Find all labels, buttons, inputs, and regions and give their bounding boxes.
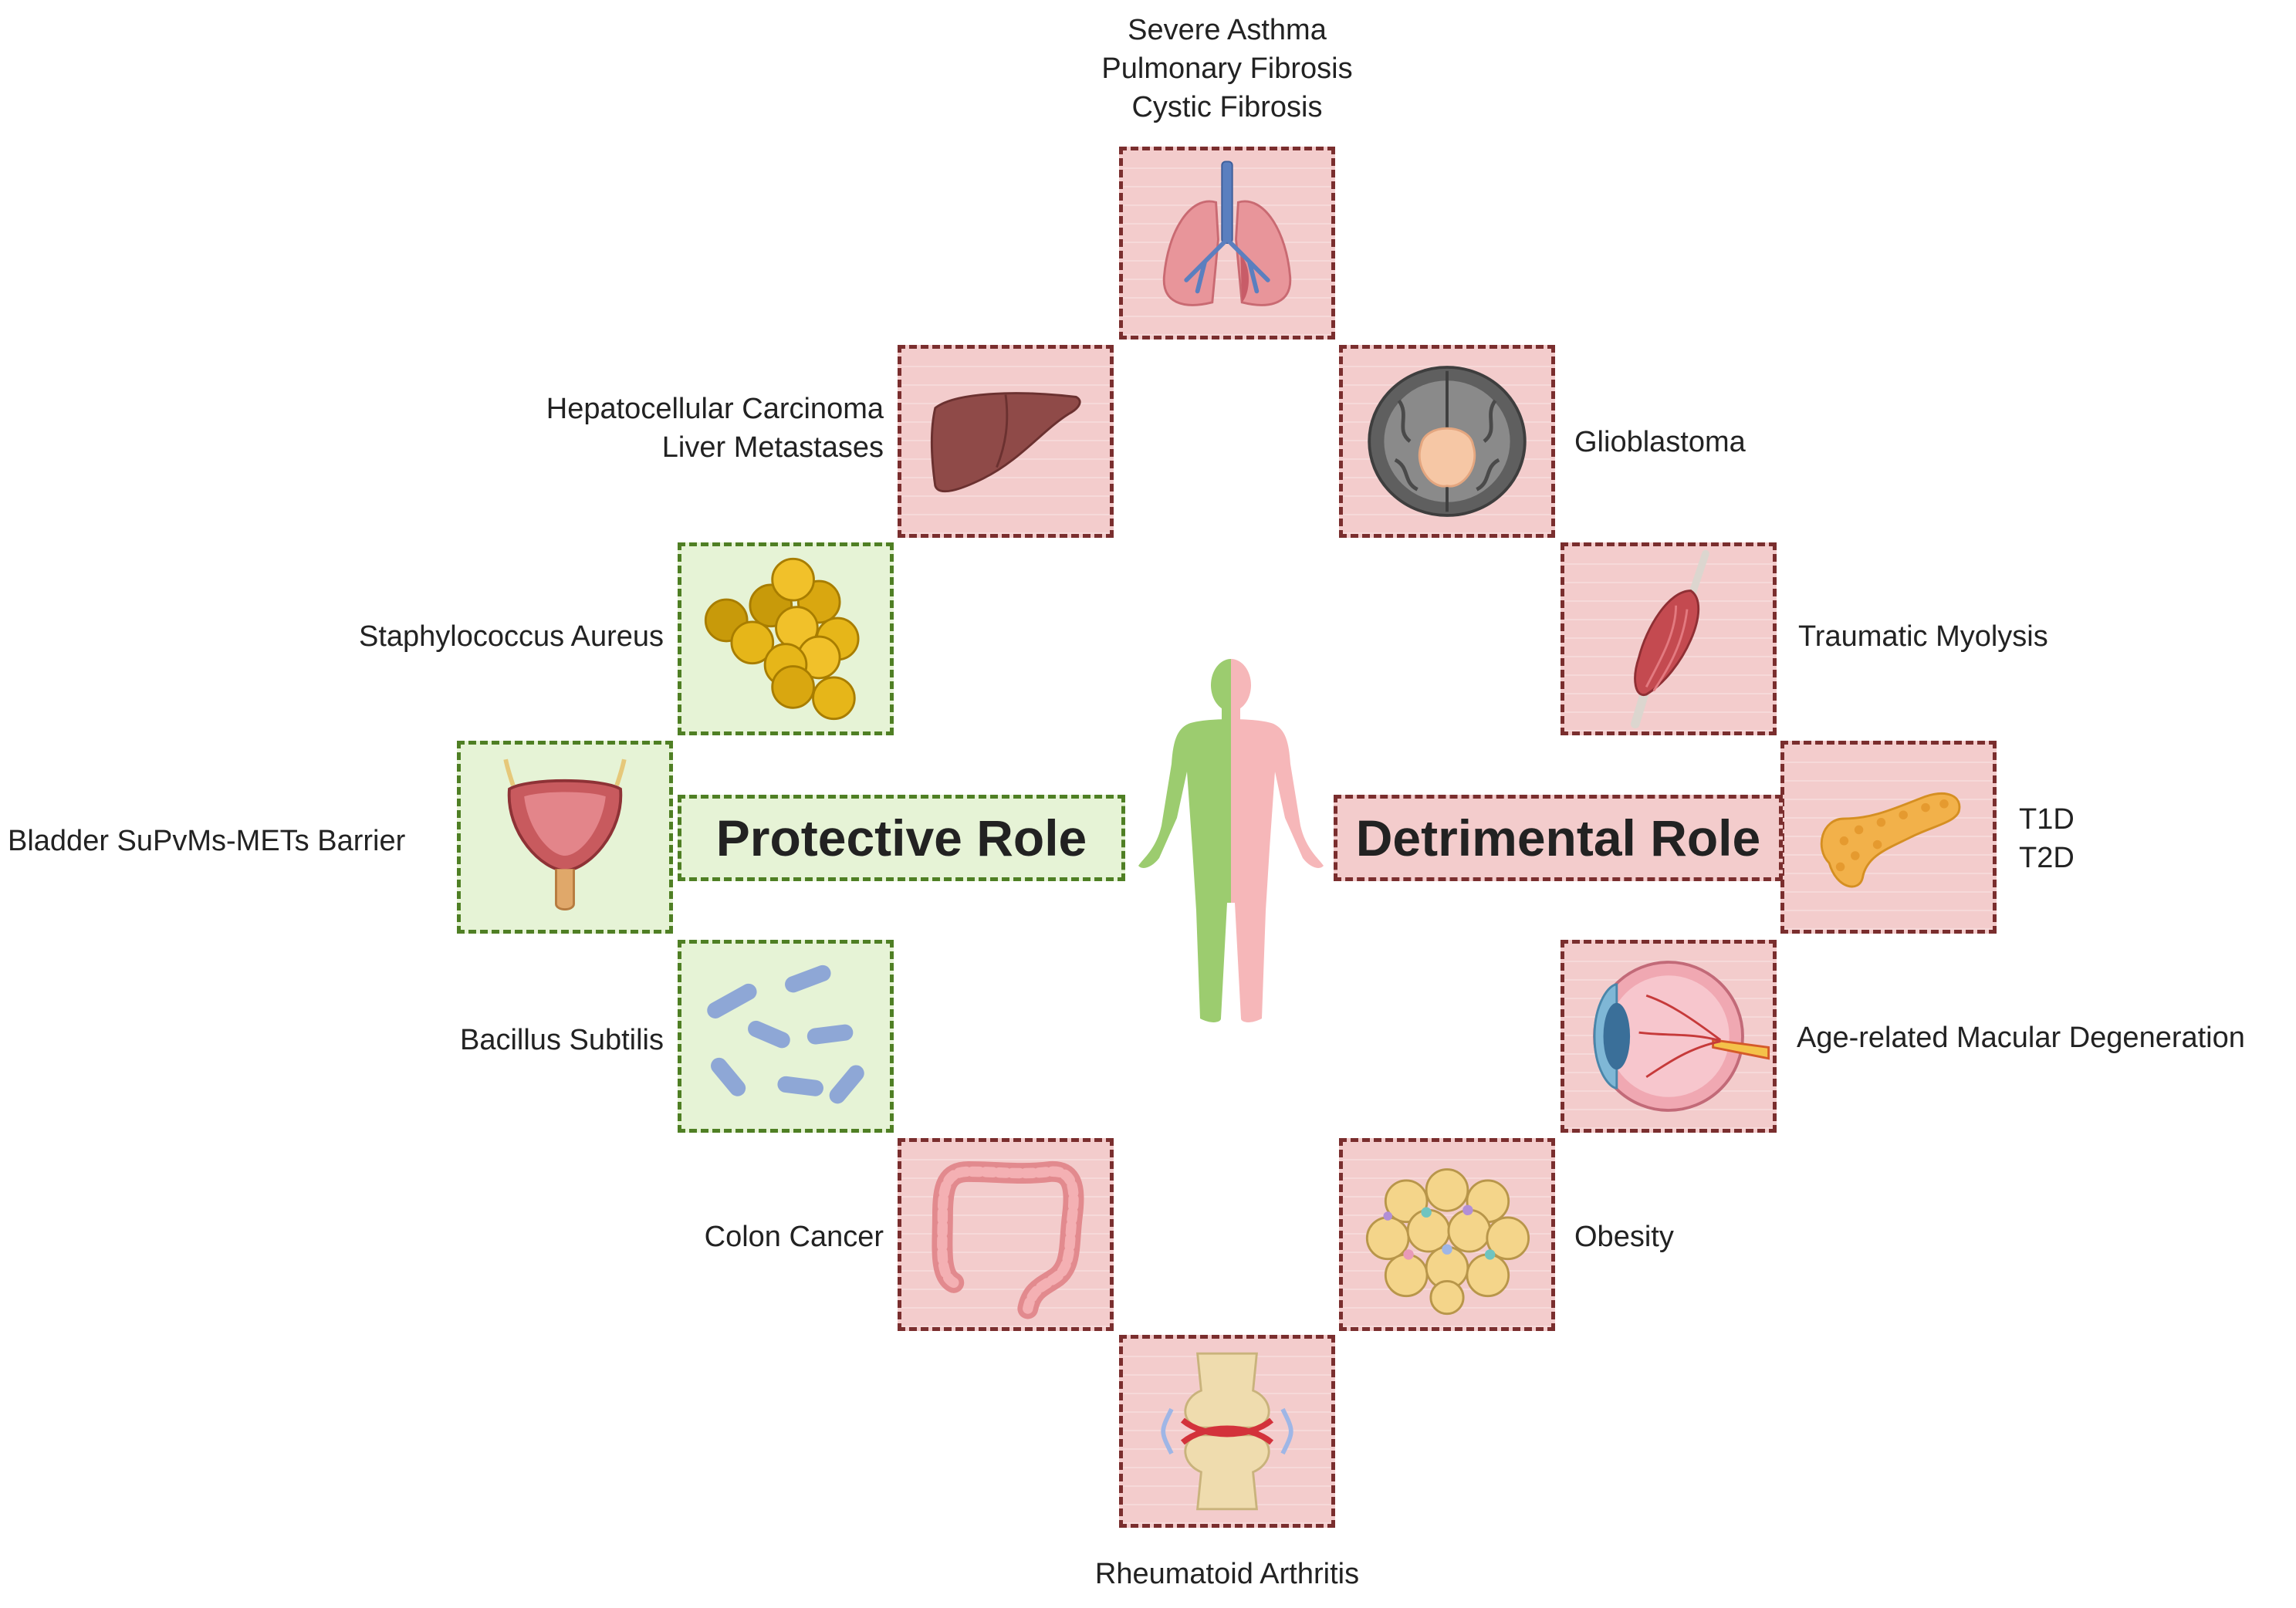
staph-box [678, 542, 894, 735]
fat-box [1339, 1138, 1555, 1331]
liver-label: Hepatocellular Carcinoma Liver Metastase… [432, 390, 884, 467]
muscle-label-line-1: Traumatic Myolysis [1798, 620, 2048, 653]
bladder-label: Bladder SuPvMs-METs Barrier [8, 822, 405, 860]
lung-label: Severe Asthma Pulmonary Fibrosis Cystic … [1073, 11, 1381, 127]
bladder-box [457, 741, 673, 934]
joint-box [1119, 1335, 1335, 1528]
muscle-icon [1631, 549, 1709, 729]
liver-label-line-1: Hepatocellular Carcinoma [546, 393, 884, 425]
pancreas-label-line-2: T2D [2019, 842, 2075, 874]
colon-icon [932, 1160, 1084, 1319]
lung-box [1119, 147, 1335, 340]
brain-label: Glioblastoma [1574, 423, 1746, 461]
bacillus-icon [707, 964, 864, 1104]
lung-label-line-1: Severe Asthma [1128, 14, 1327, 46]
muscle-label: Traumatic Myolysis [1798, 617, 2048, 656]
lung-label-line-2: Pulmonary Fibrosis [1101, 52, 1353, 85]
pancreas-label-line-1: T1D [2019, 803, 2075, 836]
brain-box [1339, 345, 1555, 538]
bladder-label-line-1: Bladder SuPvMs-METs Barrier [8, 825, 406, 857]
eye-label: Age-related Macular Degeneration [1797, 1019, 2245, 1057]
staphylococcus-icon [704, 557, 860, 721]
liver-box [898, 345, 1114, 538]
staph-label: Staphylococcus Aureus [232, 617, 664, 656]
bacillus-label-line-1: Bacillus Subtilis [460, 1024, 664, 1056]
bacillus-label: Bacillus Subtilis [232, 1021, 664, 1059]
brain-label-line-1: Glioblastoma [1574, 426, 1746, 458]
lungs-icon [1162, 160, 1292, 306]
eye-box [1561, 940, 1777, 1133]
human-body-icon [1138, 659, 1324, 1022]
joint-label-line-1: Rheumatoid Arthritis [1094, 1558, 1360, 1590]
adipose-tissue-icon [1365, 1168, 1530, 1316]
colon-label: Colon Cancer [540, 1218, 884, 1256]
colon-label-line-1: Colon Cancer [704, 1221, 884, 1253]
staph-label-line-1: Staphylococcus Aureus [358, 620, 664, 653]
pancreas-box [1780, 741, 1997, 934]
eye-label-line-1: Age-related Macular Degeneration [1797, 1022, 2245, 1054]
protective-role-banner: Protective Role [678, 795, 1125, 881]
brain-icon [1368, 366, 1527, 517]
joint-icon [1161, 1352, 1293, 1511]
body-detrimental-half [1231, 659, 1324, 1022]
fat-label: Obesity [1574, 1218, 1674, 1256]
bacillus-box [678, 940, 894, 1133]
body-protective-half [1138, 659, 1231, 1022]
pancreas-label: T1D T2D [2019, 800, 2075, 877]
eye-icon [1593, 961, 1770, 1112]
bladder-icon [503, 758, 627, 911]
muscle-box [1561, 542, 1777, 735]
liver-icon [931, 392, 1081, 493]
fat-label-line-1: Obesity [1574, 1221, 1674, 1253]
liver-label-line-2: Liver Metastases [661, 431, 884, 464]
colon-box [898, 1138, 1114, 1331]
detrimental-role-banner: Detrimental Role [1334, 795, 1783, 881]
joint-label: Rheumatoid Arthritis [1073, 1555, 1381, 1593]
lung-label-line-3: Cystic Fibrosis [1131, 91, 1323, 123]
pancreas-icon [1820, 792, 1961, 888]
